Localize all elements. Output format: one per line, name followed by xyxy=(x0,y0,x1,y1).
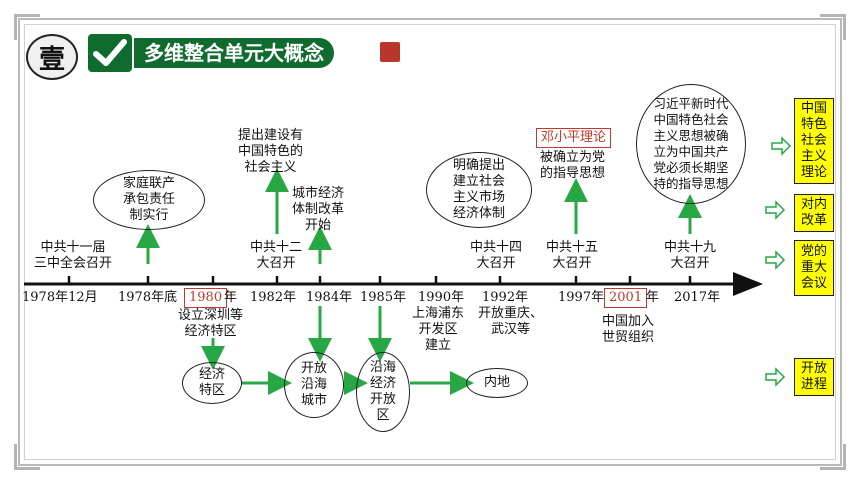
year-2001-highlight: 2001 xyxy=(604,288,648,308)
year-label: 1982年 xyxy=(250,290,297,305)
page-inner-frame xyxy=(24,24,836,460)
legend-arrow-2-icon xyxy=(765,200,786,220)
theory-1997: 被确立为党 的指导思想 xyxy=(540,150,606,181)
page-frame xyxy=(18,18,842,466)
opening-sez-set: 设立深圳等 经济特区 xyxy=(178,308,244,339)
frame-corner-top-right xyxy=(820,14,846,40)
page-title: 多维整合单元大概念 xyxy=(134,38,334,68)
year-label: 2017年 xyxy=(674,290,721,305)
reform-household-responsibility: 家庭联产 承包责任 制实行 xyxy=(93,170,205,230)
checkmark-icon xyxy=(88,34,132,72)
year-1980-highlight: 1980 xyxy=(184,288,228,308)
theory-1982: 提出建设有 中国特色的 社会主义 xyxy=(238,128,304,175)
legend-reform: 对内 改革 xyxy=(794,194,834,232)
year-label: 1978年12月 xyxy=(22,290,98,305)
chain-sez: 经济 特区 xyxy=(182,362,242,404)
opening-pudong: 上海浦东 开发区 建立 xyxy=(412,306,465,353)
chain-coastal-cities: 开放 沿海 城市 xyxy=(284,352,344,418)
opening-wto: 中国加入 世贸组织 xyxy=(602,314,655,345)
year-suffix: 年 xyxy=(224,290,238,305)
section-number-badge: 壹 xyxy=(26,34,78,80)
timeline-ticks xyxy=(67,276,692,284)
opening-chongqing: 开放重庆、 武汉等 xyxy=(478,306,544,337)
legend-opening: 开放 进程 xyxy=(794,358,834,396)
year-label: 1992年 xyxy=(482,290,529,305)
chain-inland: 内地 xyxy=(466,368,528,398)
year-label: 1990年 xyxy=(418,290,465,305)
meeting-12th-congress: 中共十二 大召开 xyxy=(250,240,303,271)
frame-corner-bottom-left xyxy=(14,444,40,470)
year-suffix: 年 xyxy=(646,290,660,305)
legend-arrow-4-icon xyxy=(765,367,786,387)
meeting-15th-congress: 中共十五 大召开 xyxy=(546,240,599,271)
chain-coastal-zones: 沿海 经济 开放 区 xyxy=(356,352,410,432)
legend-theory: 中国 特色 社会 主义 理论 xyxy=(794,98,834,184)
meeting-11th-plenum: 中共十一届 三中全会召开 xyxy=(34,240,113,271)
legend-meeting: 党的 重大 会议 xyxy=(794,240,834,296)
year-label: 1984年 xyxy=(306,290,353,305)
year-label: 1978年底 xyxy=(118,290,178,305)
legend-arrow-3-icon xyxy=(765,250,786,270)
meeting-19th-congress: 中共十九 大召开 xyxy=(664,240,717,271)
year-label: 1997年 xyxy=(558,290,605,305)
year-label: 1985年 xyxy=(360,290,407,305)
reform-market-economy: 明确提出 建立社会 主义市场 经济体制 xyxy=(426,152,532,228)
reform-urban-economy: 城市经济 体制改革 开始 xyxy=(292,186,345,233)
frame-corner-top-left xyxy=(14,14,40,40)
frame-corner-bottom-right xyxy=(820,444,846,470)
deng-theory-highlight: 邓小平理论 xyxy=(536,128,612,148)
legend-arrow-1-icon xyxy=(771,136,792,156)
theory-xi-thought: 习近平新时代 中国特色社会 主义思想被确 立为中国共产 党必须长期坚 持的指导思… xyxy=(636,84,746,204)
meeting-14th-congress: 中共十四 大召开 xyxy=(470,240,523,271)
seal-icon xyxy=(380,42,400,62)
